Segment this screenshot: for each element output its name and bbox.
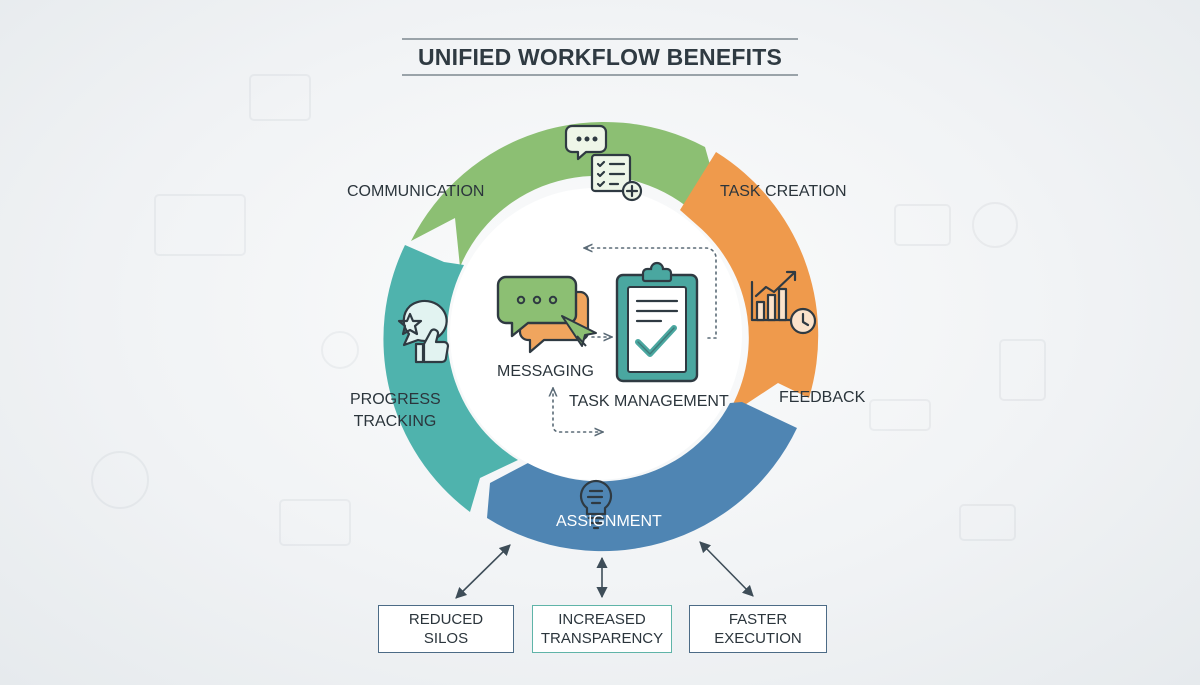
arrow-to-reduced-silos: [455, 544, 511, 599]
title-frame: UNIFIED WORKFLOW BENEFITS: [402, 38, 798, 76]
label-feedback: FEEDBACK: [779, 389, 866, 406]
connector-bottom-loop: [553, 388, 603, 432]
benefit-box-faster-execution: FASTER EXECUTION: [689, 605, 827, 653]
benefit-reduced-silos-line2: SILOS: [423, 630, 469, 647]
label-progress-tracking-line2: TRACKING: [353, 413, 437, 430]
label-messaging: MESSAGING: [497, 363, 594, 380]
chat-bubbles-icon: [496, 275, 597, 354]
star-thumbs-up-icon: [397, 299, 450, 364]
benefit-increased-transparency-line1: INCREASED: [558, 611, 646, 628]
segment-task-creation: [680, 152, 819, 418]
label-task-management: TASK MANAGEMENT: [569, 393, 729, 410]
benefit-box-increased-transparency: INCREASED TRANSPARENCY: [532, 605, 672, 653]
connector-top-loop: [584, 248, 717, 339]
label-assignment: ASSIGNMENT: [556, 513, 662, 530]
page-title: UNIFIED WORKFLOW BENEFITS: [417, 43, 783, 70]
benefit-box-reduced-silos: REDUCED SILOS: [378, 605, 514, 653]
label-progress-tracking: PROGRESS TRACKING: [350, 389, 441, 433]
segment-assignment: [487, 402, 797, 552]
chart-clock-icon: [750, 270, 817, 335]
lightbulb-icon: [579, 479, 613, 530]
label-communication: COMMUNICATION: [347, 183, 485, 200]
label-progress-tracking-line1: PROGRESS: [350, 391, 441, 408]
segment-communication: [411, 121, 716, 267]
clipboard-check-icon: [615, 261, 699, 383]
chat-checklist-icon: [564, 124, 643, 202]
benefit-faster-execution-line1: FASTER: [728, 611, 788, 628]
dotted-connectors: [553, 248, 717, 432]
arrow-to-faster-execution: [699, 541, 754, 597]
label-task-creation: TASK CREATION: [720, 183, 847, 200]
benefit-increased-transparency-line2: TRANSPARENCY: [540, 630, 664, 647]
benefit-faster-execution-line2: EXECUTION: [714, 630, 802, 647]
benefit-reduced-silos-line1: REDUCED: [408, 611, 484, 628]
